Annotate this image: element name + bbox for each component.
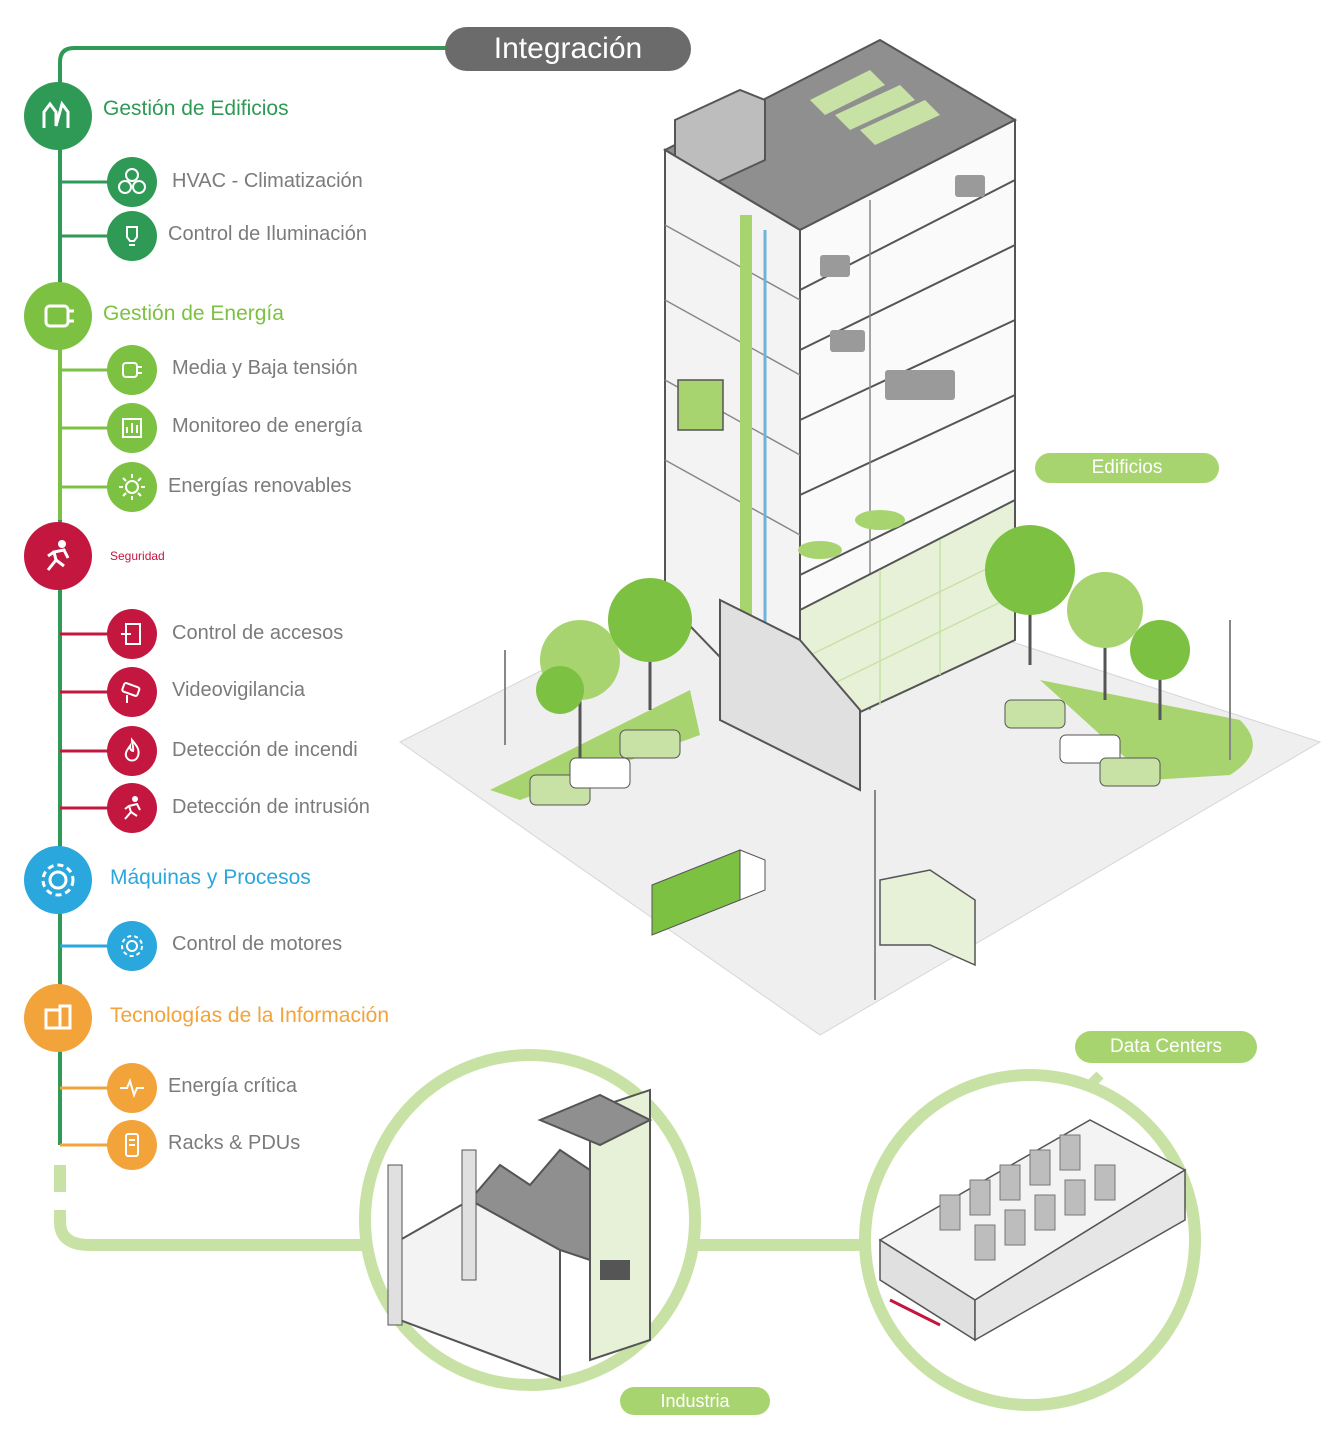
category-title-it: Tecnologías de la Información bbox=[110, 1004, 389, 1027]
energy-meter-icon bbox=[107, 403, 157, 453]
industry-label: Industria bbox=[660, 1391, 730, 1411]
sun-icon bbox=[107, 462, 157, 512]
kiosk bbox=[879, 869, 976, 967]
sub-item-voltage: Media y Baja tensión bbox=[172, 357, 358, 379]
building-tower bbox=[662, 38, 1018, 792]
sub-item-motors: Control de motores bbox=[172, 933, 343, 955]
vehicles bbox=[529, 699, 1161, 936]
rack-icon bbox=[107, 1120, 157, 1170]
buildings-pill: Edificios bbox=[1035, 453, 1219, 483]
sub-item-access: Control de accesos bbox=[172, 622, 344, 644]
intruder-icon bbox=[107, 783, 157, 833]
industry-circle bbox=[359, 1049, 701, 1391]
sub-item-hvac: HVAC - Climatización bbox=[172, 170, 363, 192]
voltage-plug-icon bbox=[107, 345, 157, 395]
category-title-energy: Gestión de Energía bbox=[103, 302, 284, 325]
energy-plug-icon bbox=[24, 282, 92, 350]
sub-item-lighting: Control de Iluminación bbox=[168, 223, 367, 245]
pulse-icon bbox=[107, 1063, 157, 1113]
sub-item-fire: Detección de incendi bbox=[172, 739, 358, 761]
data-centers-label: Data Centers bbox=[1110, 1036, 1222, 1057]
motor-gear-icon bbox=[107, 921, 157, 971]
access-door-icon bbox=[107, 609, 157, 659]
tree-branches bbox=[60, 180, 110, 1147]
buildings-label: Edificios bbox=[1091, 457, 1163, 478]
category-title-machines: Máquinas y Procesos bbox=[110, 866, 311, 889]
camera-icon bbox=[107, 667, 157, 717]
running-person-icon bbox=[24, 522, 92, 590]
fire-icon bbox=[107, 726, 157, 776]
industry-pill: Industria bbox=[620, 1387, 770, 1415]
sub-item-monitoring: Monitoreo de energía bbox=[172, 415, 363, 437]
category-title-security: Seguridad bbox=[110, 549, 165, 563]
ground-plaza bbox=[399, 559, 1322, 1036]
gear-icon bbox=[24, 846, 92, 914]
integration-label: Integración bbox=[493, 32, 643, 65]
integration-pill: Integración bbox=[445, 27, 691, 71]
lighting-bulb-icon bbox=[107, 211, 157, 261]
data-center-circle bbox=[859, 1069, 1201, 1411]
category-title-buildings: Gestión de Edificios bbox=[103, 97, 289, 120]
building-management-icon bbox=[24, 82, 92, 150]
sub-item-intrusion: Detección de intrusión bbox=[172, 796, 370, 818]
sub-item-critical-power: Energía crítica bbox=[168, 1075, 297, 1097]
sub-item-video: Videovigilancia bbox=[172, 679, 306, 701]
server-icon bbox=[24, 984, 92, 1052]
data-centers-pill: Data Centers bbox=[1075, 1031, 1257, 1063]
sub-item-renewables: Energías renovables bbox=[168, 475, 352, 497]
street-lights bbox=[504, 620, 1231, 1000]
trees bbox=[536, 525, 1190, 760]
sub-item-racks: Racks & PDUs bbox=[168, 1132, 301, 1154]
hvac-fan-icon bbox=[107, 157, 157, 207]
